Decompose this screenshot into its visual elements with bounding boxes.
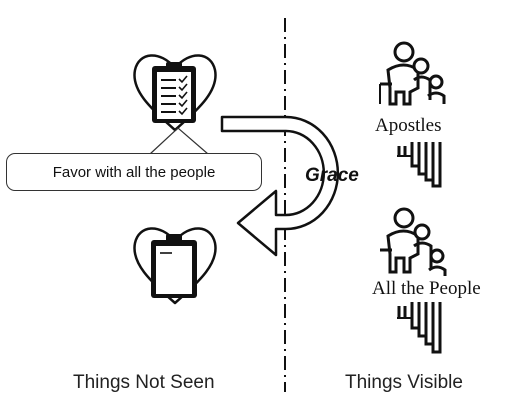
heart-clipboard-empty-icon — [133, 227, 217, 305]
people-with-stairs-icon — [379, 41, 446, 106]
favor-callout: Favor with all the people — [6, 153, 262, 191]
things-visible-label: Things Visible — [345, 372, 463, 393]
favor-callout-text: Favor with all the people — [52, 163, 216, 181]
apostles-label: Apostles — [375, 115, 442, 136]
all-the-people-label: All the People — [371, 278, 482, 300]
grace-arrow — [220, 115, 340, 257]
stairs-icon — [397, 142, 442, 188]
stairs-icon — [397, 302, 442, 354]
heart-clipboard-checklist-icon — [133, 54, 217, 132]
people-with-stairs-icon — [380, 207, 447, 276]
grace-label: Grace — [305, 165, 359, 186]
callout-pointer — [149, 127, 209, 155]
things-not-seen-label: Things Not Seen — [73, 372, 215, 393]
